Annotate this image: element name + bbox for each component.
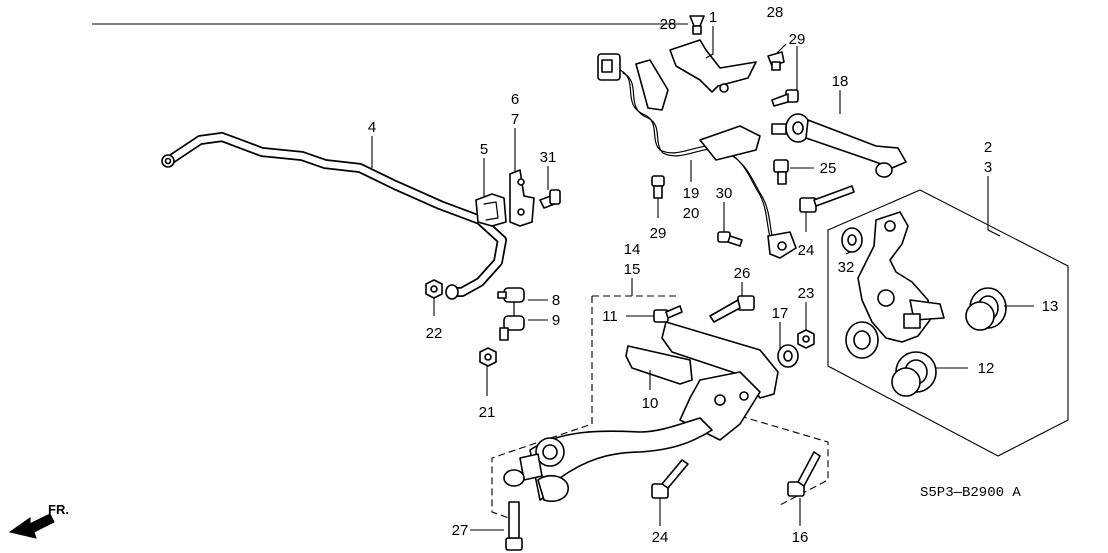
- clip-28b: [767, 51, 785, 71]
- callout-6: 6: [511, 91, 519, 108]
- bolt-29a: [771, 89, 799, 107]
- clip-28a: [689, 15, 705, 35]
- leader-lines: [92, 23, 1034, 531]
- callout-29-upper: 29: [789, 31, 806, 48]
- callout-24-upper: 24: [798, 242, 815, 259]
- front-direction-arrow: FR.: [8, 502, 69, 539]
- callout-16: 16: [792, 529, 809, 546]
- adjusting-bolt-11: [653, 305, 683, 323]
- nut-21: [479, 347, 497, 367]
- callout-30: 30: [716, 185, 733, 202]
- callout-31: 31: [540, 149, 557, 166]
- callout-25: 25: [820, 160, 837, 177]
- diagram-code: S5P3—B2900 A: [920, 485, 1021, 501]
- callout-24-lower: 24: [652, 529, 669, 546]
- callout-4: 4: [368, 119, 376, 136]
- flange-bolt-31: [539, 189, 561, 209]
- bolt-16: [787, 451, 821, 497]
- callout-28-right: 28: [767, 4, 784, 21]
- bolt-24b: [651, 459, 689, 499]
- knuckle-frame: [827, 189, 1069, 457]
- abs-sensor-harness: [597, 53, 797, 259]
- bolt-25: [773, 159, 789, 185]
- callout-3: 3: [984, 159, 992, 176]
- callout-18: 18: [832, 73, 849, 90]
- bolt-24a: [799, 185, 855, 213]
- callout-10: 10: [642, 395, 659, 412]
- bushing-12: [891, 351, 937, 397]
- washer-17: [777, 344, 799, 368]
- front-direction-label: FR.: [48, 502, 69, 517]
- upper-arm: [771, 113, 907, 178]
- callout-22: 22: [426, 325, 443, 342]
- bushing-32: [841, 227, 863, 253]
- callout-9: 9: [552, 312, 560, 329]
- bolt-27: [505, 501, 523, 551]
- callout-26: 26: [734, 265, 751, 282]
- bushing-holder: [509, 169, 535, 227]
- callout-15: 15: [624, 261, 641, 278]
- callout-14: 14: [624, 241, 641, 258]
- bolt-26: [709, 295, 755, 323]
- knuckle: [845, 211, 945, 359]
- callout-20: 20: [683, 205, 700, 222]
- callout-8: 8: [552, 292, 560, 309]
- stabilizer-link: [497, 287, 525, 341]
- callout-28-left: 28: [660, 16, 677, 33]
- callout-23: 23: [798, 285, 815, 302]
- callout-19: 19: [683, 185, 700, 202]
- callout-12: 12: [978, 360, 995, 377]
- callout-27: 27: [452, 522, 469, 539]
- callout-5: 5: [480, 141, 488, 158]
- callout-1: 1: [709, 9, 717, 26]
- callout-11: 11: [602, 308, 618, 325]
- stabilizer-bushing: [475, 193, 507, 227]
- callout-21: 21: [479, 404, 496, 421]
- bushing-13: [965, 287, 1007, 331]
- bolt-29b: [651, 175, 665, 199]
- lower-arm-assembly: [503, 321, 779, 502]
- callout-29-lower: 29: [650, 225, 667, 242]
- callout-7: 7: [511, 111, 519, 128]
- harness-bracket: [669, 39, 757, 93]
- nut-23: [797, 329, 815, 349]
- callout-32: 32: [838, 259, 855, 276]
- bolt-30: [717, 231, 743, 247]
- nut-22: [425, 279, 443, 299]
- callout-2: 2: [984, 139, 992, 156]
- callout-17: 17: [772, 305, 789, 322]
- stabilizer-bar: [161, 132, 507, 300]
- callout-labels: 1 2 3 4 5 6 7 8 9 10 11 12 13 14 15 16 1…: [368, 4, 1059, 546]
- callout-13: 13: [1042, 298, 1059, 315]
